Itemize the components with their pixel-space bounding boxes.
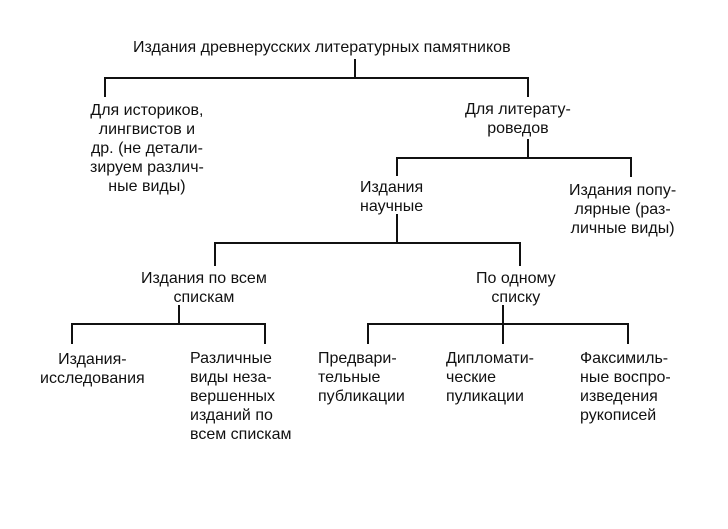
node-one-list-editions: По одному списку: [476, 270, 556, 306]
node-literary-scholars: Для литерату- роведов: [465, 101, 571, 137]
node-diplomatic-publications: Дипломати- ческие пуликации: [446, 350, 534, 405]
node-historians: Для историков, лингвистов и др. (не дета…: [90, 102, 204, 195]
node-popular-editions: Издания попу- лярные (раз- личные виды): [569, 182, 677, 237]
node-facsimile-reproductions: Факсимиль- ные воспро- изведения рукопис…: [580, 350, 671, 424]
node-preliminary-publications: Предвари- тельные публикации: [318, 350, 405, 405]
node-various-unfinished: Различные виды неза- вершенных изданий п…: [190, 350, 292, 443]
node-root: Издания древнерусских литературных памят…: [133, 39, 511, 56]
node-research-editions: Издания- исследования: [40, 351, 145, 387]
node-scholarly-editions: Издания научные: [360, 179, 424, 215]
node-all-lists-editions: Издания по всем спискам: [141, 270, 267, 306]
